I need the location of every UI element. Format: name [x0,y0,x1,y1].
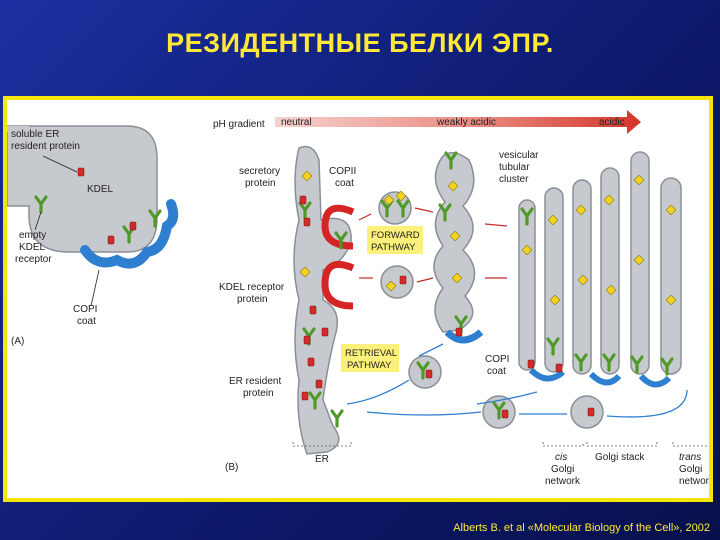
panel-b: pH gradient neutral weakly acidic acidic [213,110,709,487]
kdel-receptor-label-2: protein [237,294,268,305]
panel-a-copi-label-1: COPI [73,304,97,315]
vesicle-forward-2 [381,266,413,298]
panel-a-empty-label-3: receptor [15,254,52,265]
panel-a-empty-label-1: empty [19,230,46,241]
slide-title: РЕЗИДЕНТНЫЕ БЕЛКИ ЭПР. [0,28,720,59]
trans-bracket [673,442,707,446]
panel-a-soluble-label-1: soluble ER [11,129,59,140]
figure-frame: (A) soluble ER resident protein KDEL emp… [3,96,713,502]
vesicle-retrieval-3 [571,396,603,428]
copii-coat-lower [325,264,353,306]
panel-a-kdel-label: KDEL [87,184,114,195]
cis-label-2: Golgi [551,464,574,475]
er-resident-label-2: protein [243,388,274,399]
copii-label-1: COPII [329,166,356,177]
citation: Alberts B. et al «Molecular Biology of t… [453,522,710,534]
ph-gradient-label: pH gradient [213,119,265,130]
copii-label-2: coat [335,178,354,189]
retrieval-label-2: PATHWAY [347,360,392,371]
copi-b-label-2: coat [487,366,506,377]
forward-label-1: FORWARD [371,230,420,241]
panel-b-label: (B) [225,462,238,473]
secretory-label-2: protein [245,178,276,189]
er-membrane [294,147,351,455]
secretory-label-1: secretory [239,166,280,177]
vtc-label-2: tubular [499,162,530,173]
vesicle-retrieval-1 [409,356,441,388]
panel-a-label: (A) [11,336,24,347]
kdel-receptor-label-1: KDEL receptor [219,282,285,293]
er-golgi-diagram: (A) soluble ER resident protein KDEL emp… [7,100,709,498]
cis-bracket [543,442,583,446]
panel-a: (A) soluble ER resident protein KDEL emp… [7,126,173,347]
cis-label-3: network [545,476,581,487]
stack-bracket [587,442,657,446]
vtc-copi-coat [447,332,481,340]
ph-neutral-label: neutral [281,117,312,128]
panel-a-soluble-label-2: resident protein [11,141,80,152]
trans-label-1: trans [679,452,701,463]
panel-a-empty-label-2: KDEL [19,242,46,253]
trans-label-3: network [679,476,709,487]
vesicle-forward-1 [379,192,411,224]
er-label: ER [315,454,329,465]
ph-acidic-label: acidic [599,117,625,128]
panel-a-copi-label-2: coat [77,316,96,327]
trans-label-2: Golgi [679,464,702,475]
vtc-label-3: cluster [499,174,529,185]
forward-label-2: PATHWAY [371,242,416,253]
er-resident-label-1: ER resident [229,376,281,387]
retrieval-label-1: RETRIEVAL [345,348,397,359]
vtc-membrane [434,153,475,332]
vtc-label-1: vesicular [499,150,539,161]
ph-weak-label: weakly acidic [436,117,496,128]
copi-b-label-1: COPI [485,354,509,365]
stack-label: Golgi stack [595,452,645,463]
cis-label-1: cis [555,452,567,463]
